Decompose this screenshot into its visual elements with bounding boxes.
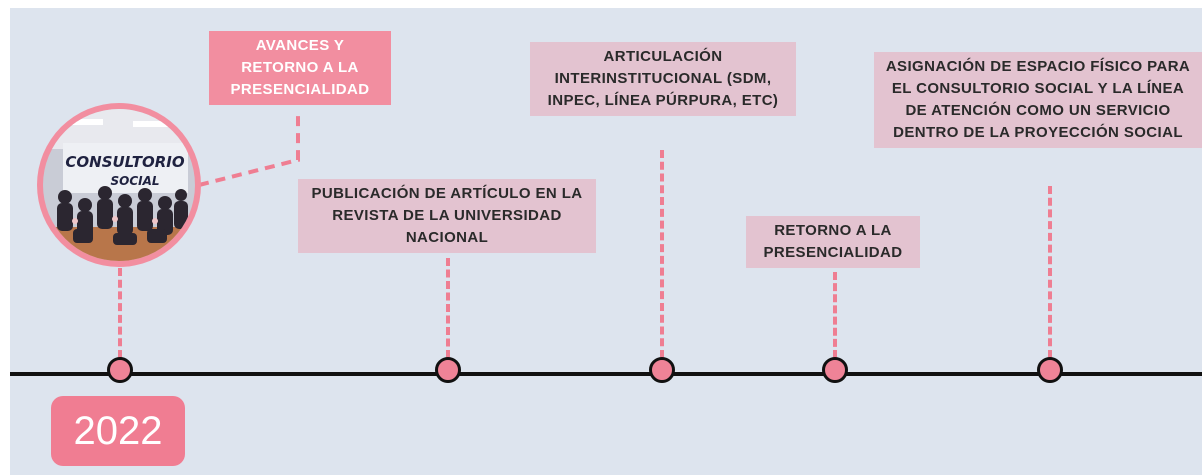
milestone-label-5: ASIGNACIÓN DE ESPACIO FÍSICO PARA EL CON… — [874, 52, 1202, 148]
milestone-label-3: ARTICULACIÓN INTERINSTITUCIONAL (SDM, IN… — [530, 42, 796, 116]
timeline-node-2 — [435, 357, 461, 383]
connector-photo-to-label-1 — [198, 115, 300, 187]
timeline-node-5 — [1037, 357, 1063, 383]
year-badge: 2022 — [51, 396, 185, 466]
connector-line-5 — [1048, 186, 1052, 358]
group-photo: CONSULTORIO SOCIAL — [37, 103, 201, 267]
connector-line-2 — [446, 258, 450, 358]
milestone-label-1: AVANCES Y RETORNO A LA PRESENCIALIDAD — [209, 31, 391, 105]
timeline-axis — [10, 372, 1202, 376]
milestone-label-2: PUBLICACIÓN DE ARTÍCULO EN LA REVISTA DE… — [298, 179, 596, 253]
timeline-node-3 — [649, 357, 675, 383]
connector-line-4 — [833, 272, 837, 358]
timeline-node-4 — [822, 357, 848, 383]
connector-line-3 — [660, 150, 664, 358]
timeline-node-1 — [107, 357, 133, 383]
connector-line-1 — [118, 268, 122, 358]
group-photo-image: CONSULTORIO SOCIAL — [43, 109, 195, 261]
photo-wall-text-2: SOCIAL — [110, 174, 159, 188]
milestone-label-4: RETORNO A LA PRESENCIALIDAD — [746, 216, 920, 268]
photo-wall-text-1: CONSULTORIO — [65, 153, 184, 171]
